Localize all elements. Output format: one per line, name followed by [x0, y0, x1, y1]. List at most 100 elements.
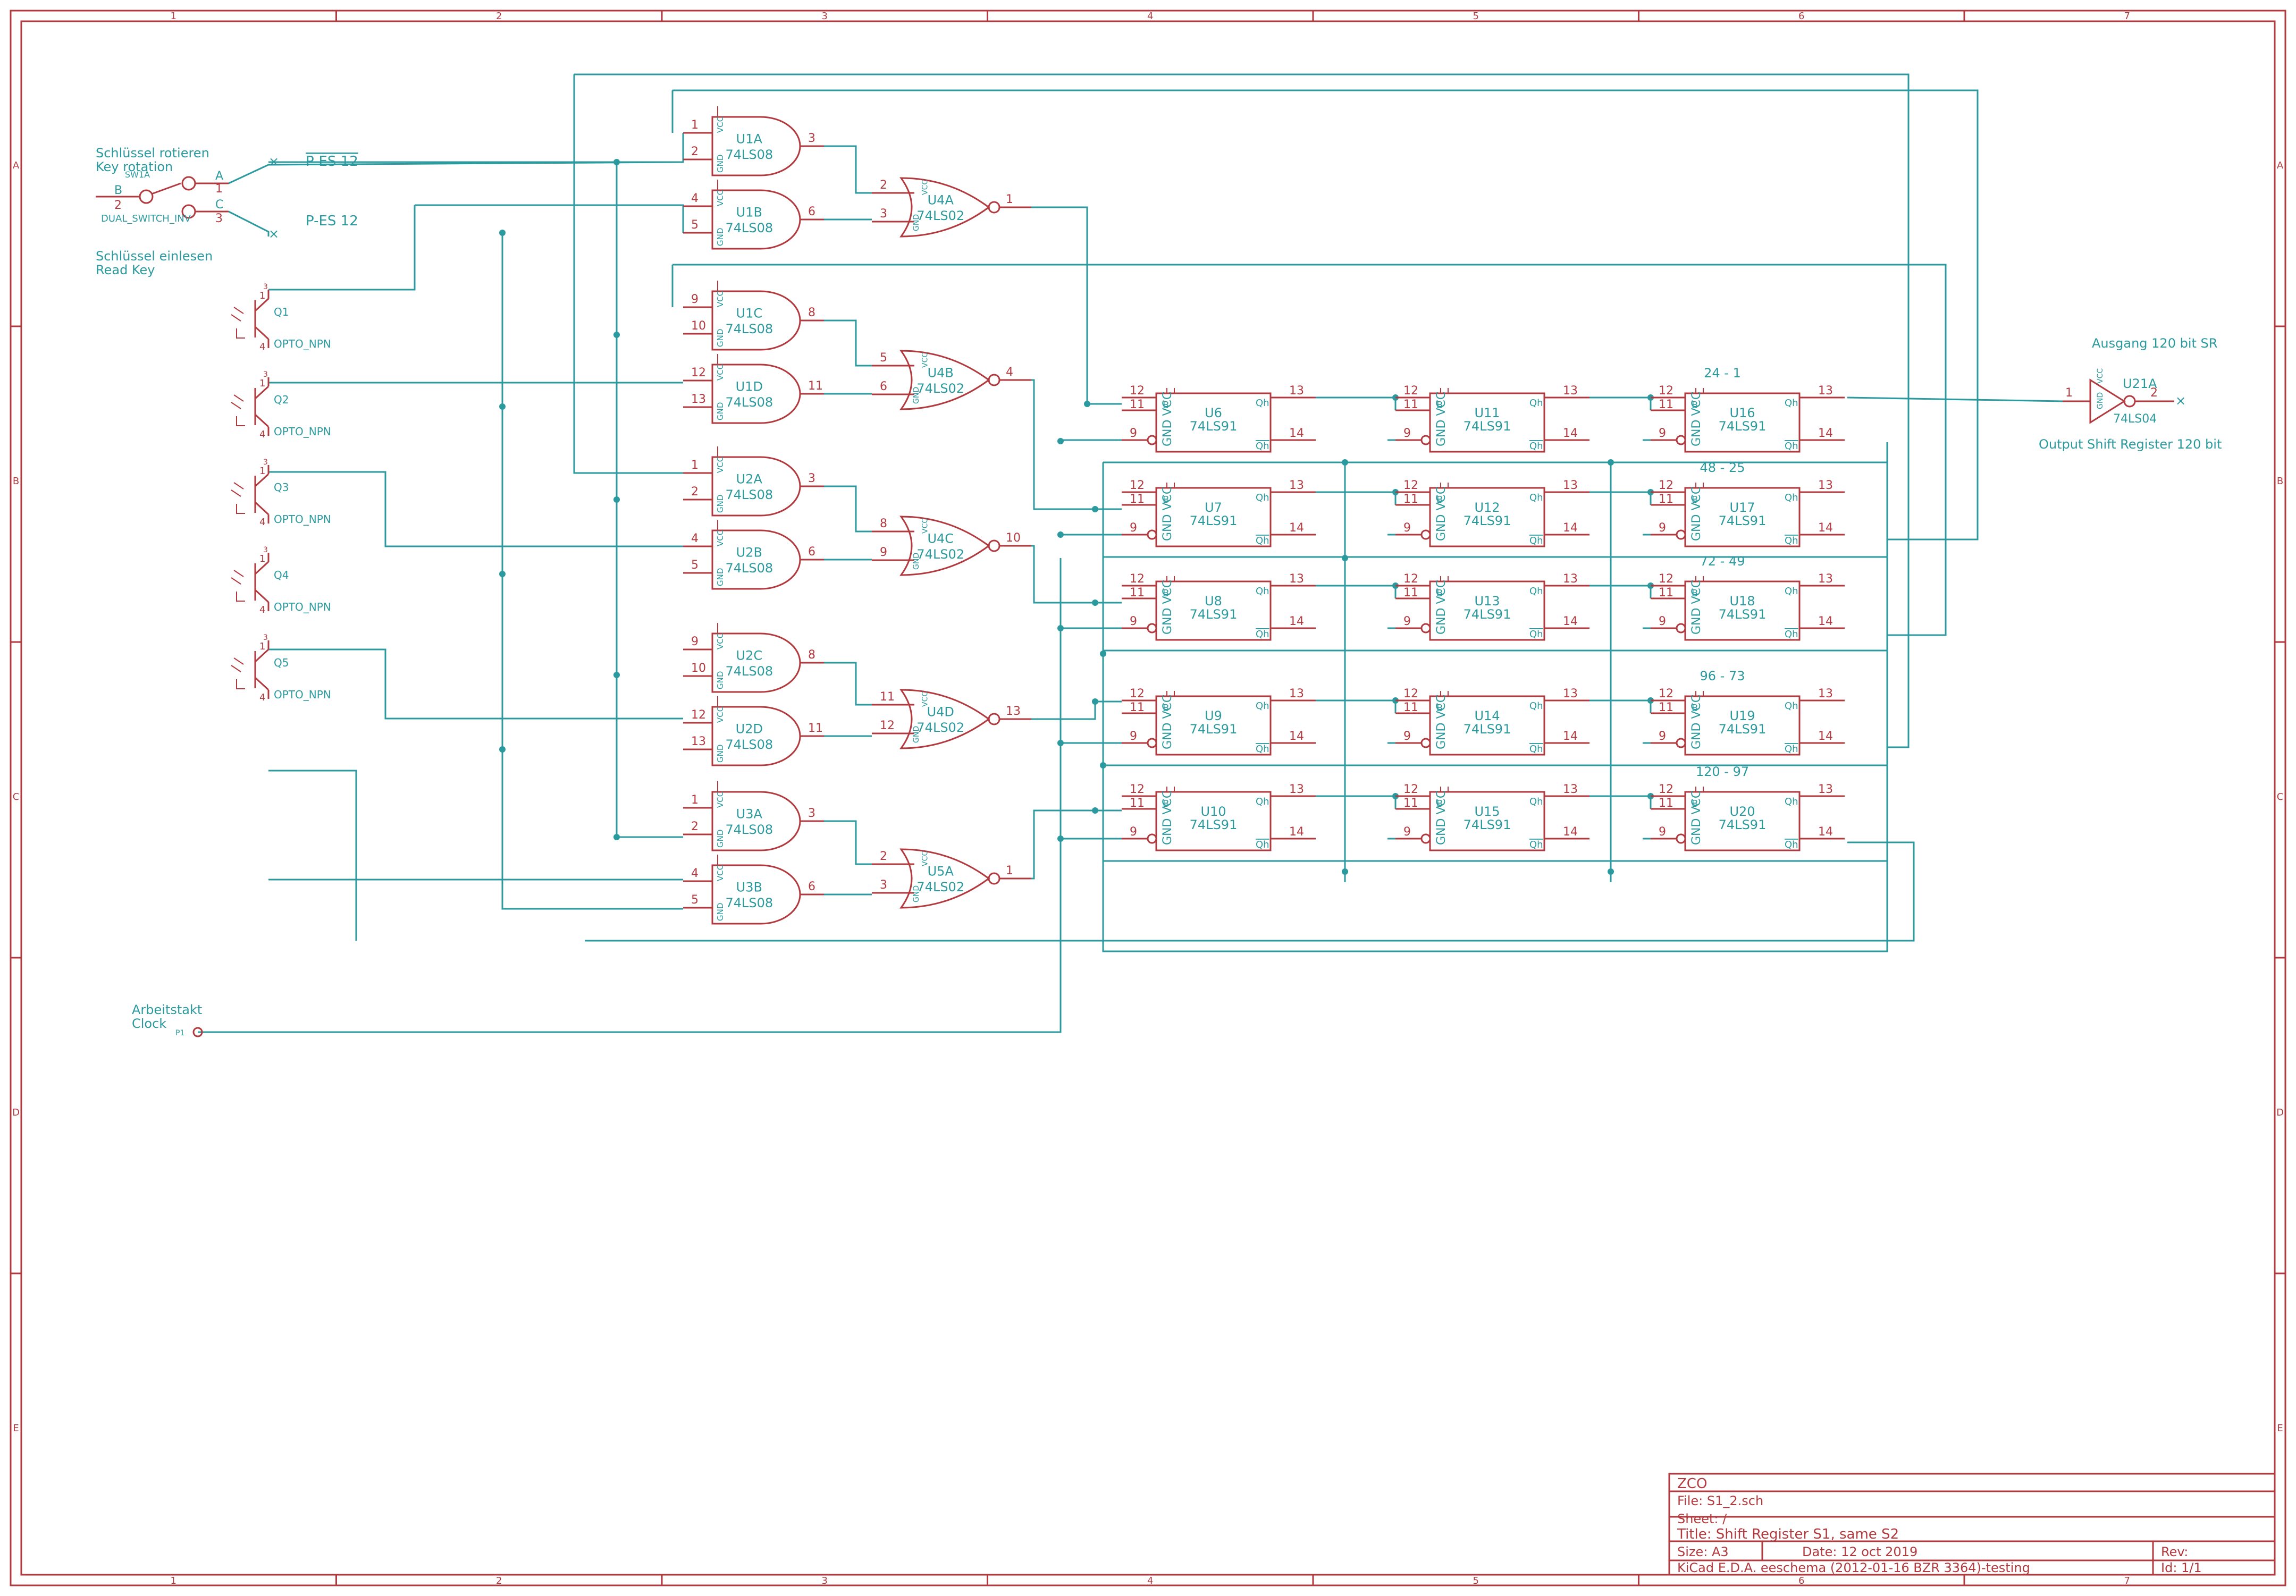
pin-number: 13: [1818, 687, 1833, 700]
pin-number: 13: [1818, 572, 1833, 586]
pin-number: 1: [259, 378, 265, 389]
gate-value: 74LS08: [725, 822, 773, 837]
pin-name: B: [1692, 588, 1698, 599]
junction-dot: [1092, 807, 1098, 814]
opto-ref: Q5: [274, 656, 289, 669]
output-subtitle: Output Shift Register 120 bit: [2039, 437, 2222, 452]
junction-dot: [499, 403, 506, 410]
register-ref: U12: [1474, 500, 1500, 515]
pin-number: 12: [691, 708, 706, 722]
output-title: Ausgang 120 bit SR: [2092, 336, 2217, 351]
pin-name: Qh: [1785, 586, 1798, 597]
pin-name-vcc: VCC: [716, 633, 725, 649]
wire: [585, 841, 1915, 942]
register-ref: U11: [1474, 406, 1500, 420]
pin-number: 11: [808, 722, 823, 735]
opto-value: OPTO_NPN: [274, 601, 331, 613]
clock-bubble: [1147, 529, 1157, 540]
clock-bubble: [1676, 435, 1686, 445]
pin-number: 13: [1563, 384, 1578, 398]
gate-ref: U1C: [736, 306, 763, 321]
net-label-pes-inverted: P-ES 12: [306, 154, 358, 170]
pin-number: 12: [1130, 479, 1145, 492]
pin-name-gnd: GND: [912, 214, 921, 231]
pin-name: Qh: [1256, 700, 1269, 712]
pin-number: 1: [2065, 386, 2073, 400]
gate-ref: U4A: [928, 193, 954, 208]
pin-name-power: GND VCC: [1690, 790, 1703, 845]
register-ref: U7: [1205, 500, 1222, 515]
pin-name-gnd: GND: [716, 329, 725, 347]
opto-ref: Q4: [274, 569, 289, 581]
pin-name-gnd: GND: [912, 553, 921, 570]
wire: [228, 210, 270, 237]
pin-number: 12: [1659, 384, 1673, 398]
pin-name-vcc: VCC: [716, 865, 725, 881]
pin-name-power: GND VCC: [1435, 695, 1448, 749]
register-value: 74LS91: [1190, 419, 1238, 434]
gate-value: 74LS02: [916, 720, 964, 735]
pin-name: B: [1436, 400, 1443, 411]
pin-name-gnd: GND: [716, 568, 725, 586]
pin-number: 4: [259, 692, 265, 703]
pin-name: Qh: [1785, 744, 1798, 755]
pin-name: B: [1692, 494, 1698, 505]
pin-name: B: [1692, 703, 1698, 714]
pin-number: 4: [691, 532, 699, 545]
pin-number: 3: [880, 207, 887, 221]
pin-name-vcc: VCC: [716, 116, 725, 133]
title-block-rev: Rev:: [2161, 1544, 2188, 1559]
gate-value: 74LS08: [725, 322, 773, 336]
pin-number: 3: [263, 370, 268, 379]
clock-bubble: [1147, 435, 1157, 445]
pin-name-vcc: VCC: [716, 706, 725, 723]
register-value: 74LS91: [1190, 513, 1238, 528]
clock-bubble: [1676, 529, 1686, 540]
shift-register-u12: [1429, 487, 1545, 547]
pin-name-gnd: GND: [2096, 392, 2105, 409]
frame-row-label: B: [13, 476, 19, 487]
and-gate-u1c: [711, 290, 801, 351]
wire: [573, 74, 683, 474]
pin-name-gnd: GND: [716, 745, 725, 763]
pin-number: 12: [1659, 687, 1673, 700]
title-block-tool: KiCad E.D.A. eeschema (2012-01-16 BZR 33…: [1677, 1560, 2030, 1575]
pin-name-vcc: VCC: [716, 364, 725, 381]
pin-number: 2: [2150, 386, 2158, 400]
shift-register-u6: [1155, 392, 1272, 453]
junction-dot: [499, 230, 506, 236]
pin-number: 2: [691, 145, 699, 158]
pin-number: 12: [1403, 783, 1418, 796]
gate-value: 74LS08: [725, 664, 773, 679]
pin-name-power: GND VCC: [1435, 580, 1448, 635]
frame-row-label: C: [2277, 791, 2284, 803]
wire: [1031, 206, 1122, 405]
junction-dot: [1057, 835, 1064, 842]
pin-name: Qh: [1529, 535, 1543, 546]
and-gate-u1b: [711, 189, 801, 250]
title-block-sheet: Sheet: /: [1677, 1511, 1727, 1526]
pin-number: 14: [1289, 730, 1304, 743]
pin-number: 3: [880, 879, 887, 892]
opto-ref: Q3: [274, 481, 289, 494]
register-value: 74LS91: [1464, 722, 1511, 737]
pin-number: 5: [880, 351, 887, 365]
pin-name: Qh: [1785, 700, 1798, 712]
and-gate-u2c: [711, 632, 801, 693]
pin-number: 14: [1289, 825, 1304, 839]
gate-ref: U5A: [928, 864, 954, 879]
pin-name: Qh: [1785, 441, 1798, 452]
pin-number: 9: [1130, 730, 1137, 743]
pin-number: 4: [1006, 366, 1013, 379]
pin-number: 11: [1403, 701, 1418, 714]
light-arrows-icon: [236, 592, 245, 602]
title-block-title: Title: Shift Register S1, same S2: [1677, 1526, 1899, 1542]
pin-number: 9: [1130, 615, 1137, 628]
wire: [228, 133, 684, 184]
pin-number: 1: [691, 793, 699, 807]
and-gate-u1a: [711, 116, 801, 176]
pin-number: 6: [880, 380, 887, 393]
pin-name: B: [1163, 588, 1169, 599]
pin-name: Qh: [1256, 629, 1269, 640]
